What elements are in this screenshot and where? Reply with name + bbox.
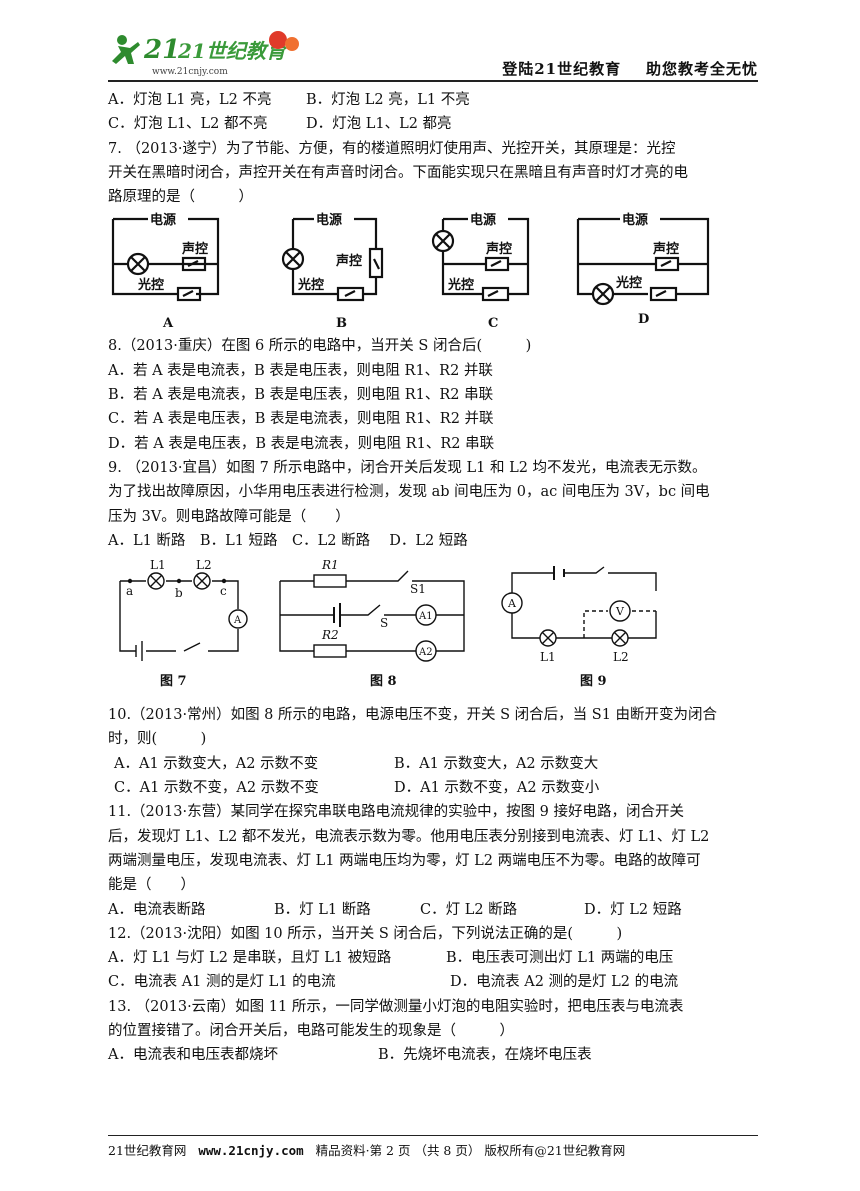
caption-a: A: [162, 316, 174, 331]
caption-d: D: [638, 312, 649, 327]
fig8-label-r2: R2: [321, 628, 339, 642]
q11-option-c: C．灯 L2 断路: [420, 901, 518, 918]
fig8-ammeter-a2: A2: [418, 647, 433, 658]
header-rule: [108, 80, 758, 82]
q13-options-row1: A．电流表和电压表都烧坏 B．先烧坏电流表，在烧坏电压表: [108, 1043, 758, 1067]
q11-stem-line2: 后，发现灯 L1、L2 都不发光，电流表示数为零。他用电压表分别接到电流表、灯 …: [108, 828, 710, 845]
q10-option-d: D．A1 示数不变，A2 示数变小: [394, 780, 600, 797]
footer-text: 21世纪教育网 www.21cnjy.com 精品资料·第 2 页 （共 8 页…: [108, 1140, 758, 1159]
page-header: 21 21世纪教育 www.21cnjy.com 登陆21世纪教育 助您教考全无…: [108, 28, 758, 80]
label-source-a: 电源: [150, 212, 176, 228]
fig7-label-c: c: [220, 584, 227, 598]
q13-option-b: B．先烧坏电流表，在烧坏电压表: [378, 1047, 592, 1064]
fig7-caption: 图 7: [160, 674, 187, 689]
label-sound-d: 声控: [652, 241, 679, 257]
q6-options-row2: C．灯泡 L1、L2 都不亮 D．灯泡 L1、L2 都亮: [108, 112, 758, 136]
q12-option-b: B．电压表可测出灯 L1 两端的电压: [446, 950, 674, 967]
q9-stem-line2: 为了找出故障原因，小华用电压表进行检测，发现 ab 间电压为 0，ac 间电压为…: [108, 484, 710, 501]
footer-site: 21世纪教育网: [108, 1143, 187, 1158]
q6-option-c: C．灯泡 L1、L2 都不亮: [108, 116, 268, 133]
header-slogan: 登陆21世纪教育 助您教考全无忧: [502, 60, 758, 78]
footer-rule: [108, 1135, 758, 1136]
q13-option-a: A．电流表和电压表都烧坏: [108, 1047, 278, 1064]
fig8-ammeter-a1: A1: [418, 611, 433, 622]
q6-option-a: A．灯泡 L1 亮，L2 不亮: [108, 92, 272, 108]
q11-option-d: D．灯 L2 短路: [584, 901, 682, 918]
q10-options-row2: C．A1 示数不变，A2 示数不变 D．A1 示数不变，A2 示数变小: [108, 776, 758, 800]
q10-stem-line2: 时，则( ): [108, 731, 207, 748]
label-source-d: 电源: [622, 212, 648, 228]
q12-stem: 12.（2013·沈阳）如图 10 所示，当开关 S 闭合后，下列说法正确的是(…: [108, 925, 623, 942]
q7-stem-line3: 路原理的是（ ）: [108, 189, 253, 206]
svg-text:21: 21: [143, 35, 180, 65]
q11-option-a: A．电流表断路: [108, 901, 206, 918]
q12-option-a: A．灯 L1 与灯 L2 是串联，且灯 L1 被短路: [108, 950, 392, 967]
figures-7-8-9: L1 L2 a b c A R1 S1 S A1 R2 A2 A V L1 L2…: [119, 558, 657, 689]
fig8-label-s1: S1: [410, 582, 426, 596]
fig9-label-l2: L2: [613, 650, 629, 664]
q12-option-c: C．电流表 A1 测的是灯 L1 的电流: [108, 974, 336, 991]
fig7-label-l1: L1: [150, 558, 166, 572]
q11-option-b: B．灯 L1 断路: [274, 901, 371, 918]
fig9-label-l1: L1: [540, 650, 556, 664]
q13-stem-line2: 的位置接错了。闭合开关后，电路可能发生的现象是（ ）: [108, 1023, 514, 1040]
fig7-label-a: a: [126, 584, 133, 598]
q13-stem-line1: 13. （2013·云南）如图 11 所示，一同学做测量小灯泡的电阻实验时，把电…: [108, 998, 684, 1015]
label-light-d: 光控: [615, 275, 642, 291]
q6-option-b: B．灯泡 L2 亮，L1 不亮: [306, 92, 470, 108]
q8-option-d: D．若 A 表是电压表，B 表是电流表，则电阻 R1、R2 串联: [108, 435, 495, 452]
svg-text:www.21cnjy.com: www.21cnjy.com: [152, 67, 228, 77]
q11-stem-line3: 两端测量电压，发现电流表、灯 L1 两端电压均为零，灯 L2 两端电压不为零。电…: [108, 852, 701, 869]
fig7-label-b: b: [175, 586, 183, 600]
caption-b: B: [336, 316, 347, 331]
q8-stem: 8.（2013·重庆）在图 6 所示的电路中，当开关 S 闭合后( ): [108, 338, 532, 355]
q10-stem-line1: 10.（2013·常州）如图 8 所示的电路，电源电压不变，开关 S 闭合后，当…: [108, 707, 718, 724]
q8-option-b: B．若 A 表是电流表，B 表是电压表，则电阻 R1、R2 串联: [108, 387, 494, 404]
fig8-label-s: S: [380, 616, 388, 630]
q11-stem-line4: 能是（ ）: [108, 877, 195, 894]
q6-options-row1: A．灯泡 L1 亮，L2 不亮 B．灯泡 L2 亮，L1 不亮: [108, 88, 758, 112]
caption-c: C: [488, 316, 498, 331]
q9-options: A．L1 断路 B．L1 短路 C．L2 断路 D．L2 短路: [108, 532, 468, 549]
q9-stem-line1: 9. （2013·宜昌）如图 7 所示电路中，闭合开关后发现 L1 和 L2 均…: [108, 459, 707, 476]
fig7-label-l2: L2: [196, 558, 212, 572]
q12-option-d: D．电流表 A2 测的是灯 L2 的电流: [450, 974, 679, 991]
q6-option-d: D．灯泡 L1、L2 都亮: [306, 116, 452, 133]
fig8-caption: 图 8: [370, 674, 397, 689]
footer-url[interactable]: www.21cnjy.com: [198, 1143, 304, 1158]
label-light-c: 光控: [447, 277, 474, 293]
fig9-voltmeter: V: [615, 605, 625, 618]
label-sound-b: 声控: [335, 253, 362, 269]
q10-option-c: C．A1 示数不变，A2 示数不变: [114, 780, 319, 797]
page-footer: 21世纪教育网 www.21cnjy.com 精品资料·第 2 页 （共 8 页…: [108, 1135, 758, 1159]
label-source-b: 电源: [316, 212, 342, 228]
label-light-b: 光控: [297, 277, 324, 293]
footer-info: 精品资料·第 2 页 （共 8 页） 版权所有@21世纪教育网: [315, 1143, 626, 1158]
q10-option-a: A．A1 示数变大，A2 示数不变: [114, 755, 319, 772]
q7-circuit-figures: 电源 声控 光控 电源 声控 光控 电源 声控 光控 电源 声控 光控 A B …: [111, 209, 710, 331]
q11-options: A．电流表断路 B．灯 L1 断路 C．灯 L2 断路 D．灯 L2 短路: [108, 898, 758, 922]
logo-21cnjy: 21 21世纪教育 www.21cnjy.com: [112, 31, 299, 77]
q7-stem-line2: 开关在黑暗时闭合，声控开关在有声音时闭合。下面能实现只在黑暗且有声音时灯才亮的电: [108, 164, 688, 181]
q8-option-a: A．若 A 表是电流表，B 表是电压表，则电阻 R1、R2 并联: [108, 362, 493, 379]
q10-option-b: B．A1 示数变大，A2 示数变大: [394, 755, 599, 772]
q9-stem-line3: 压为 3V。则电路故障可能是（ ）: [108, 508, 350, 525]
label-sound-a: 声控: [181, 241, 208, 257]
q10-options-row1: A．A1 示数变大，A2 示数不变 B．A1 示数变大，A2 示数变大: [108, 752, 758, 776]
fig9-ammeter: A: [507, 597, 517, 610]
fig7-ammeter: A: [233, 615, 242, 626]
q12-options-row1: A．灯 L1 与灯 L2 是串联，且灯 L1 被短路 B．电压表可测出灯 L1 …: [108, 946, 758, 970]
label-source-c: 电源: [470, 212, 496, 228]
q8-option-c: C．若 A 表是电压表，B 表是电流表，则电阻 R1、R2 并联: [108, 411, 494, 428]
label-sound-c: 声控: [485, 241, 512, 257]
fig9-caption: 图 9: [580, 674, 607, 689]
page-content: A．灯泡 L1 亮，L2 不亮 B．灯泡 L2 亮，L1 不亮 C．灯泡 L1、…: [108, 88, 758, 1068]
q12-options-row2: C．电流表 A1 测的是灯 L1 的电流 D．电流表 A2 测的是灯 L2 的电…: [108, 970, 758, 994]
label-light-a: 光控: [137, 277, 164, 293]
q11-stem-line1: 11.（2013·东营）某同学在探究串联电路电流规律的实验中，按图 9 接好电路…: [108, 804, 685, 821]
fig8-label-r1: R1: [321, 558, 339, 572]
q7-stem-line1: 7. （2013·遂宁）为了节能、方便，有的楼道照明灯使用声、光控开关，其原理是…: [108, 140, 676, 157]
